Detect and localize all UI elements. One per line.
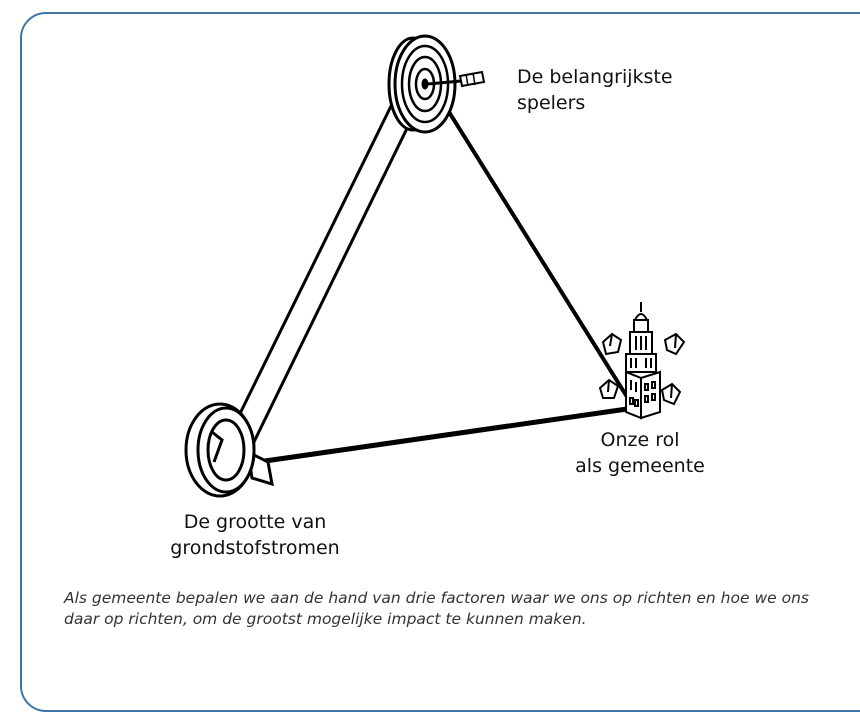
dartboard-icon (387, 34, 486, 134)
edge-size-players (226, 99, 417, 451)
node-label-role: Onze rol als gemeente (575, 429, 705, 477)
magnifying-glass-icon (184, 402, 274, 498)
triangle-edges (226, 98, 636, 465)
edge-size-role (257, 405, 635, 465)
node-label-size: De grootte van grondstofstromen (170, 511, 340, 559)
edge-players-role (442, 102, 636, 410)
triangle-diagram (184, 34, 686, 498)
city-hall-tower-icon (598, 302, 686, 420)
node-label-players: De belangrijkste spelers (517, 66, 673, 114)
caption-text: Als gemeente bepalen we aan de hand van … (64, 589, 809, 628)
